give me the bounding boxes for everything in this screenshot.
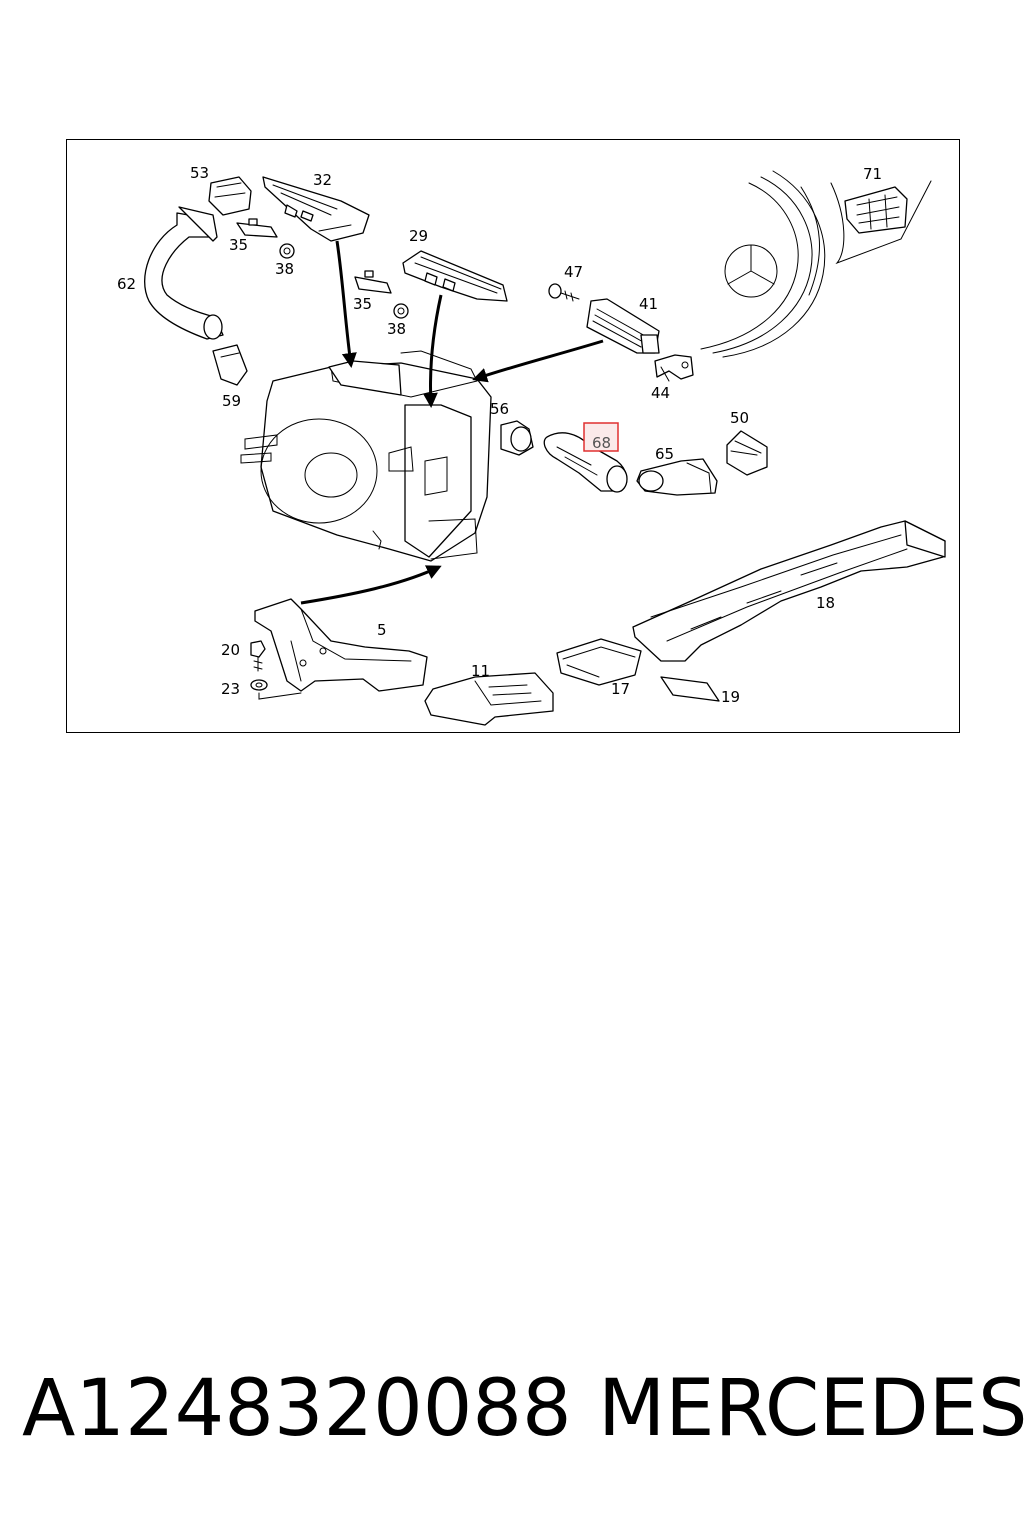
callout-47: 47 — [564, 263, 583, 281]
callout-44: 44 — [651, 384, 670, 402]
part-68-hose[interactable] — [543, 432, 628, 493]
part-56-grommet[interactable] — [500, 420, 534, 456]
part-50-actuator[interactable] — [726, 430, 768, 476]
exploded-parts-diagram: 53 32 71 35 38 62 29 47 41 35 38 59 44 5… — [117, 164, 946, 726]
heater-blower-housing[interactable] — [240, 350, 492, 562]
callout-23: 23 — [221, 680, 240, 698]
callout-29: 29 — [409, 227, 428, 245]
part-35-clip-upper[interactable] — [236, 218, 278, 238]
callout-68-highlight-box — [583, 422, 619, 452]
callout-65: 65 — [655, 445, 674, 463]
part-29-vent-duct[interactable] — [402, 250, 508, 302]
callout-56: 56 — [490, 400, 509, 418]
part-65-duct[interactable] — [636, 458, 718, 496]
callout-11: 11 — [471, 662, 490, 680]
brand-label: MERCEDES — [598, 1364, 1024, 1454]
callout-labels: 53 32 71 35 38 62 29 47 41 35 38 59 44 5… — [117, 164, 882, 706]
part-47-screw[interactable] — [548, 283, 580, 302]
callout-35-upper: 35 — [229, 236, 248, 254]
part-38-nut-upper[interactable] — [279, 243, 295, 259]
part-11-duct-tray[interactable] — [424, 672, 554, 726]
part-17-small-duct[interactable] — [556, 638, 642, 686]
callout-38-lower: 38 — [387, 320, 406, 338]
callout-50: 50 — [730, 409, 749, 427]
part-41-vent-grille[interactable] — [586, 298, 660, 354]
part-62-hose[interactable] — [144, 206, 224, 340]
callout-17: 17 — [611, 680, 630, 698]
callout-38-upper: 38 — [275, 260, 294, 278]
part-20-bolt[interactable] — [250, 640, 266, 672]
part-5-lower-duct[interactable] — [254, 598, 428, 692]
part-71-dashboard-vent[interactable] — [700, 170, 932, 358]
part-32-vent-duct[interactable] — [262, 176, 370, 242]
callout-62: 62 — [117, 275, 136, 293]
parts-diagram-frame: 53 32 71 35 38 62 29 47 41 35 38 59 44 5… — [66, 139, 960, 733]
callout-32: 32 — [313, 171, 332, 189]
callout-41: 41 — [639, 295, 658, 313]
part-18-floor-duct[interactable] — [632, 520, 946, 662]
callout-5: 5 — [377, 621, 387, 639]
part-44-bracket[interactable] — [654, 354, 694, 382]
part-53-connector[interactable] — [208, 176, 252, 216]
part-35-clip-lower[interactable] — [354, 270, 392, 294]
part-38-nut-lower[interactable] — [393, 303, 409, 319]
part-19-pad[interactable] — [660, 676, 720, 702]
assembly-arrows — [300, 240, 604, 605]
part-number-label: A1248320088 — [22, 1364, 572, 1454]
callout-35-lower: 35 — [353, 295, 372, 313]
part-23-washer[interactable] — [250, 679, 302, 700]
callout-20: 20 — [221, 641, 240, 659]
callout-59: 59 — [222, 392, 241, 410]
callout-68: 68 — [592, 434, 611, 452]
callout-71: 71 — [863, 165, 882, 183]
part-59-duct-end[interactable] — [212, 344, 248, 386]
callout-18: 18 — [816, 594, 835, 612]
callout-19: 19 — [721, 688, 740, 706]
callout-53: 53 — [190, 164, 209, 182]
